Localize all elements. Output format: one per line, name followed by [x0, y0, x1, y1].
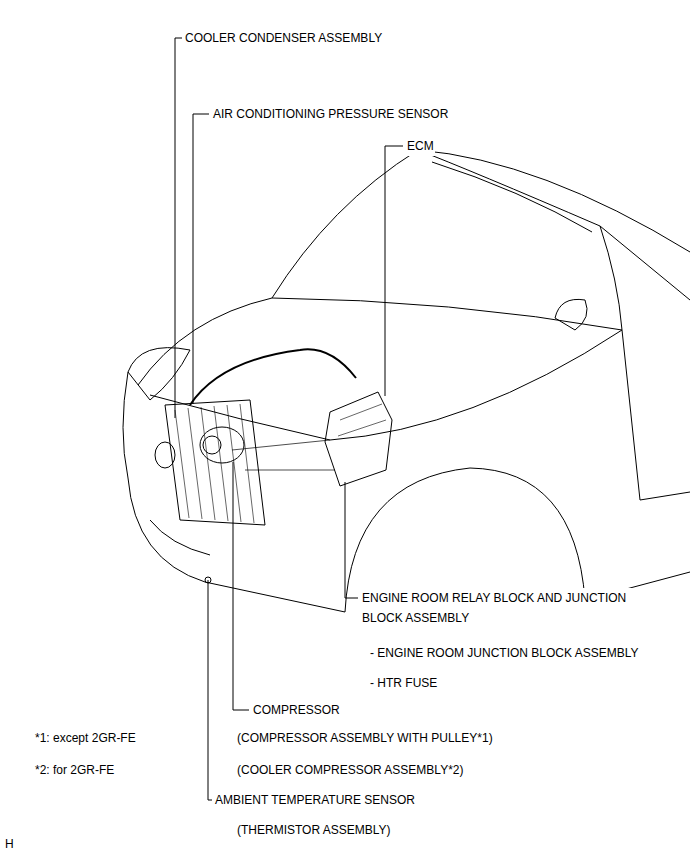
window-line: [600, 226, 690, 300]
part-label: H: [4, 834, 15, 854]
leader-line: [385, 146, 403, 396]
relay-block-detail: [338, 404, 386, 436]
part-label: (COMPRESSOR ASSEMBLY WITH PULLEY*1): [236, 728, 494, 748]
leader-line: [233, 462, 249, 710]
ambient-sensor: [205, 577, 211, 583]
part-label: COOLER CONDENSER ASSEMBLY: [184, 28, 383, 48]
roof-line: [418, 150, 690, 252]
leader-line: [175, 38, 182, 418]
part-label: - HTR FUSE: [369, 673, 438, 693]
door-line: [622, 330, 690, 500]
leader-line: [208, 580, 212, 800]
windshield: [272, 150, 622, 330]
mirror: [555, 299, 587, 330]
grille: [123, 372, 128, 478]
headlight: [128, 348, 190, 400]
ac-pipe: [190, 349, 356, 405]
part-label: *2: for 2GR-FE: [34, 760, 115, 780]
part-label: (THERMISTOR ASSEMBLY): [236, 820, 392, 840]
hood: [138, 298, 622, 385]
part-label: - ENGINE ROOM JUNCTION BLOCK ASSEMBLY: [369, 643, 640, 663]
leader-line: [193, 114, 209, 404]
bumper-line: [150, 520, 210, 555]
compressor: [200, 427, 244, 463]
condenser-fins: [175, 404, 254, 523]
fender-line: [150, 330, 622, 440]
compressor-pulley: [203, 436, 221, 454]
part-label: AIR CONDITIONING PRESSURE SENSOR: [212, 104, 449, 124]
relay-block: [325, 392, 392, 486]
wire: [232, 440, 335, 470]
part-label: ECM: [406, 136, 435, 156]
part-label: (COOLER COMPRESSOR ASSEMBLY*2): [236, 760, 465, 780]
part-label: ENGINE ROOM RELAY BLOCK AND JUNCTION BLO…: [361, 588, 663, 628]
condenser: [165, 400, 265, 525]
bumper: [128, 478, 345, 612]
leader-line: [345, 482, 358, 598]
wiper-line: [432, 162, 592, 232]
part-label: AMBIENT TEMPERATURE SENSOR: [214, 790, 416, 810]
part-label: COMPRESSOR: [252, 700, 341, 720]
part-label: *1: except 2GR-FE: [34, 728, 137, 748]
